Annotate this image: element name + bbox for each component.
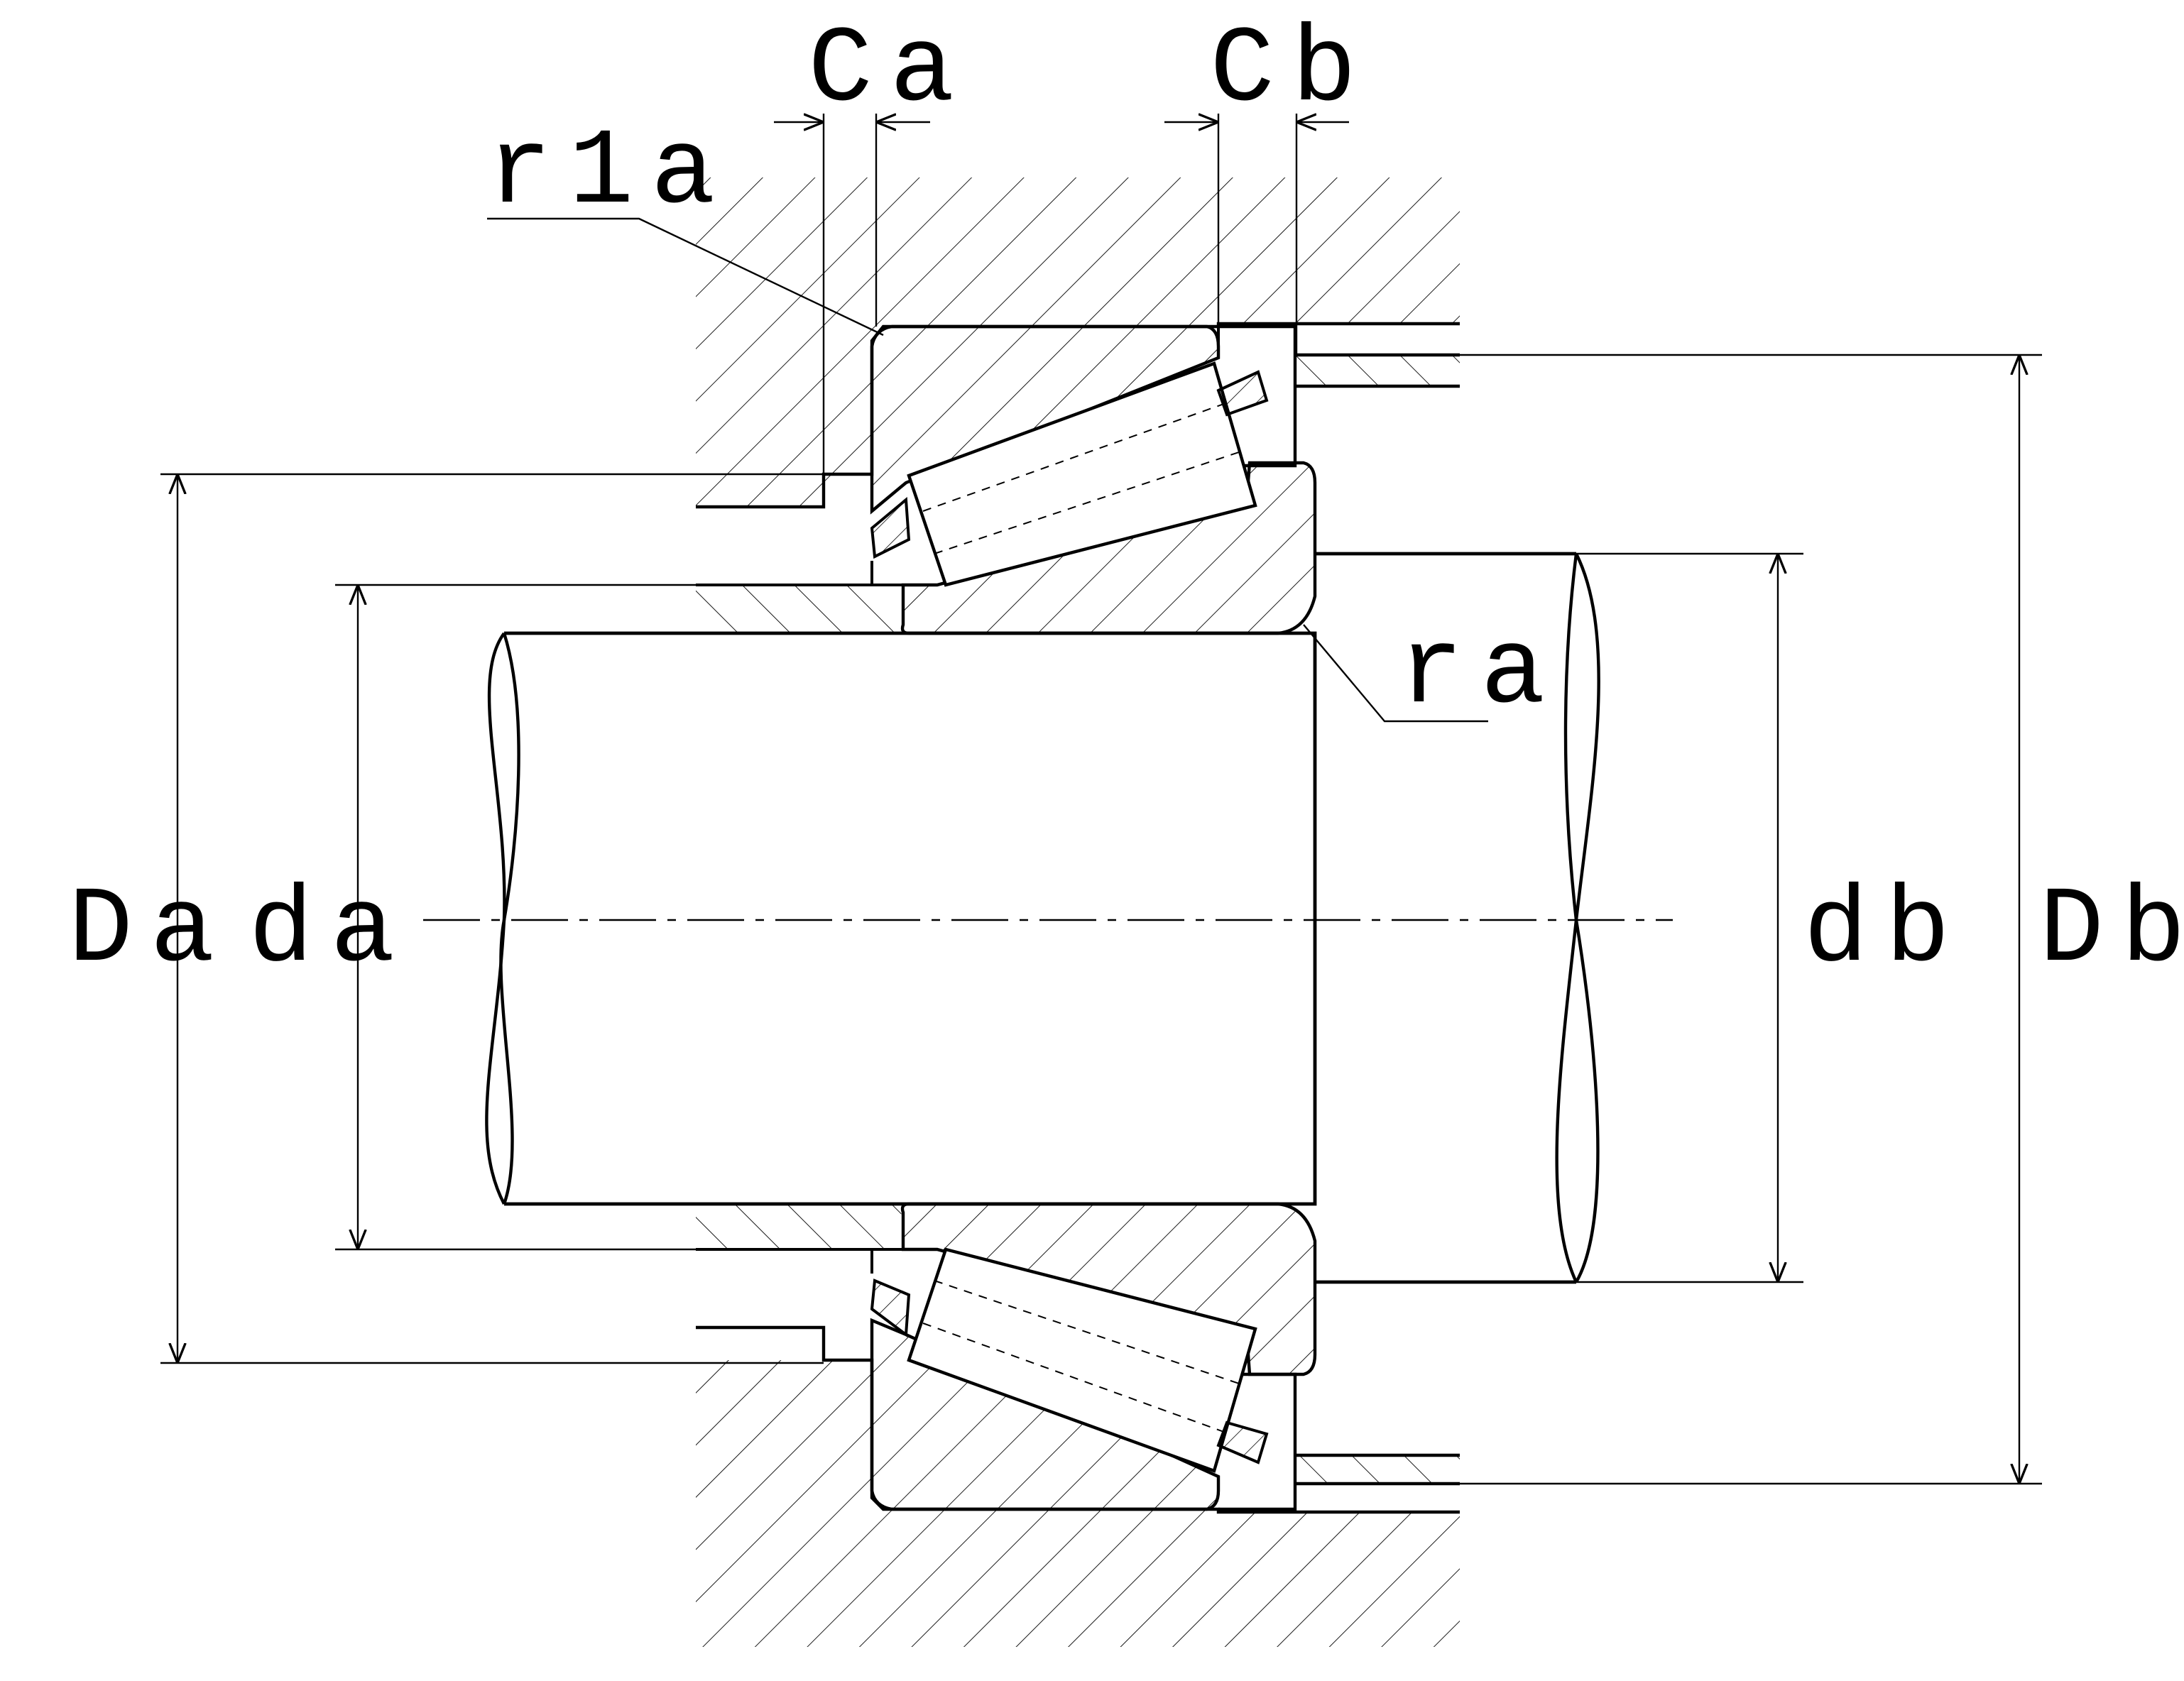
leader-lines <box>487 217 1488 723</box>
housing-spacer-bottom <box>1218 1372 1460 1511</box>
housing-spacer-top <box>1217 324 1460 468</box>
label-r1a: r1a <box>487 111 733 234</box>
label-db-outer: Db <box>2039 870 2184 992</box>
cage-top <box>870 370 1269 559</box>
label-da-outer: Da <box>68 870 231 992</box>
cage-bottom <box>870 1278 1269 1464</box>
label-ra: ra <box>1399 611 1562 734</box>
shaft-spacer-top <box>696 561 909 635</box>
leader-ra <box>1303 624 1488 723</box>
extension-lines <box>160 114 2042 1485</box>
labels: Ca Cb r1a ra Da da db Db <box>68 9 2184 992</box>
dimension-lines <box>178 122 2019 1484</box>
label-cb: Cb <box>1210 9 1373 132</box>
shaft-spacer-bottom <box>696 1203 909 1274</box>
housing-bottom <box>696 1325 1460 1647</box>
leader-r1a <box>487 217 884 336</box>
label-da-inner: da <box>249 870 412 992</box>
label-db-inner: db <box>1803 870 1967 992</box>
label-ca: Ca <box>808 9 971 132</box>
roller-bottom <box>907 1247 1257 1473</box>
roller-top <box>907 361 1257 587</box>
